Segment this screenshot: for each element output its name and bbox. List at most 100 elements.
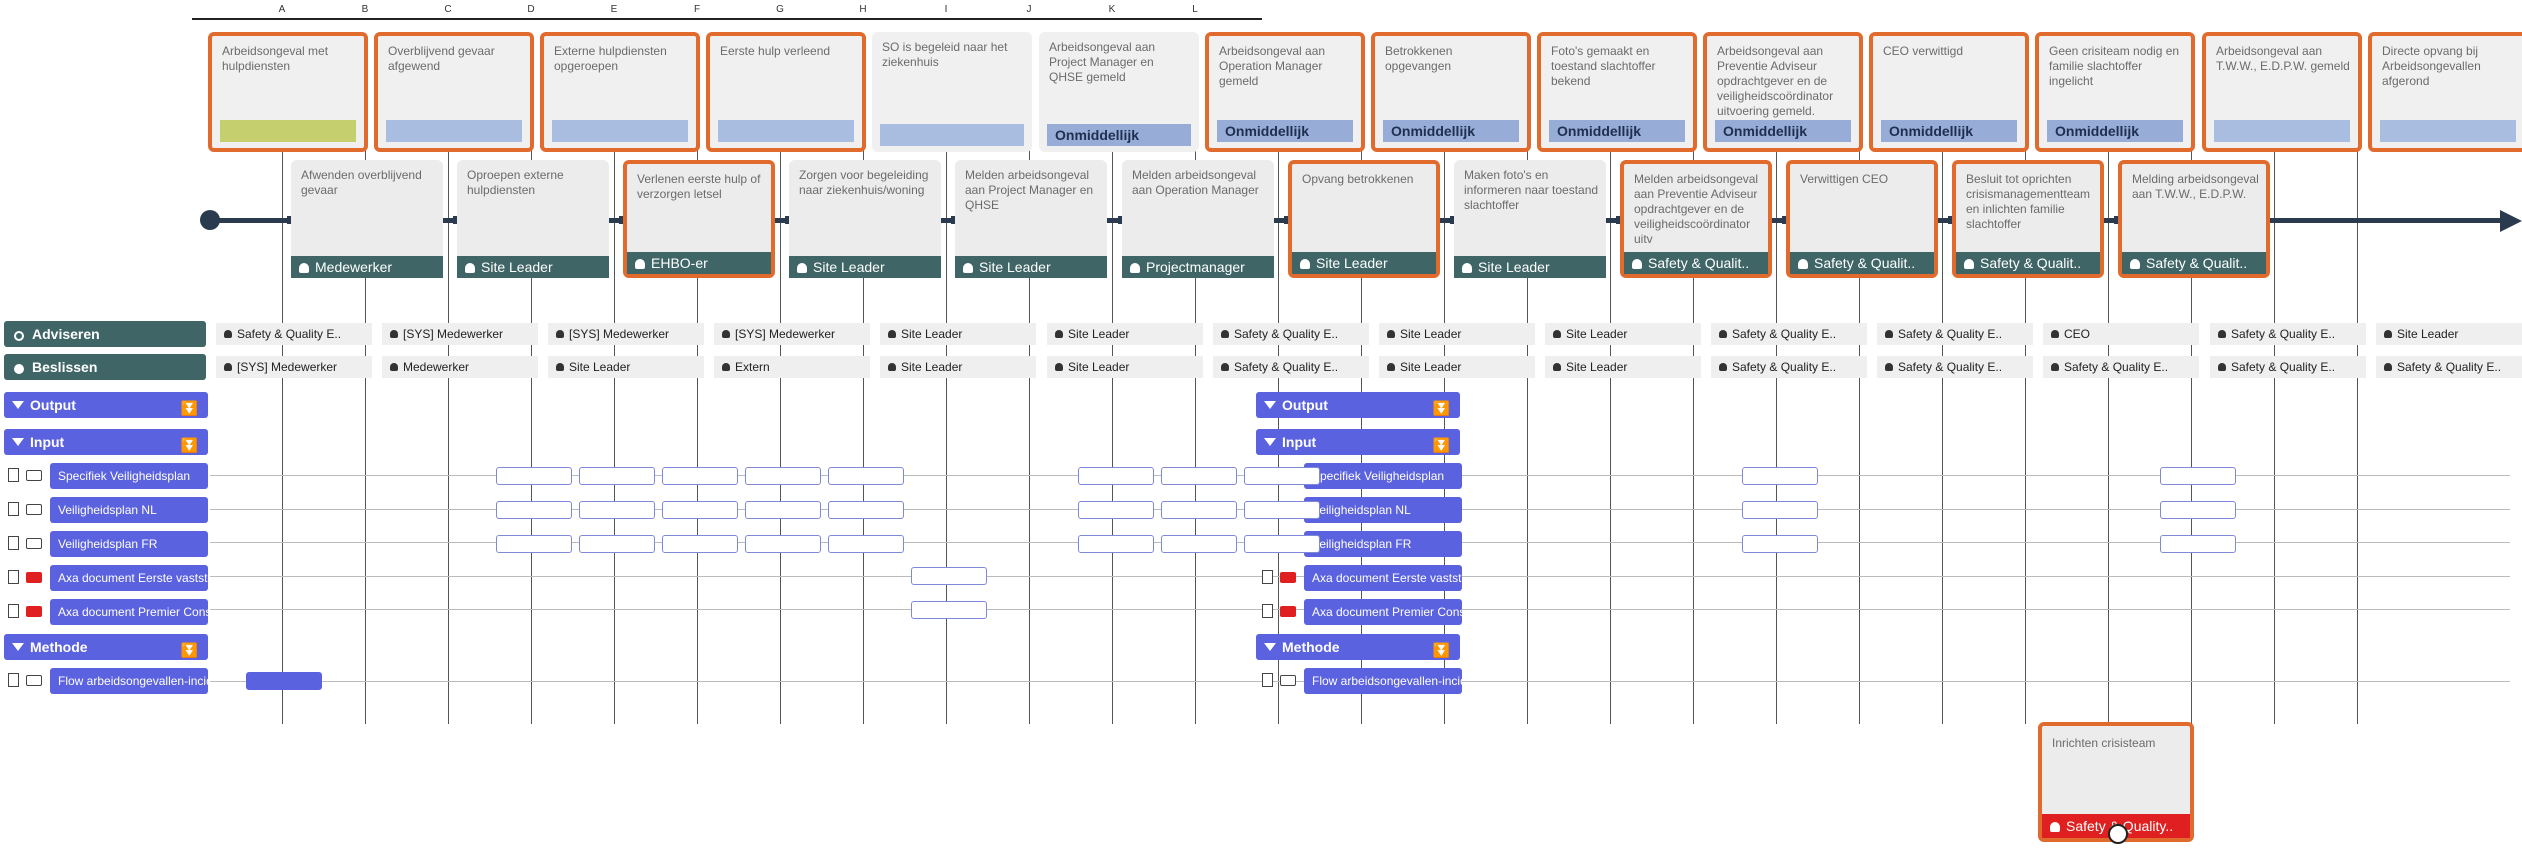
matrix-slot[interactable] [828,467,904,485]
matrix-slot[interactable] [2160,535,2236,553]
raci-cell-adviseren[interactable]: Site Leader [1545,323,1701,345]
event-card[interactable]: Arbeidsongeval aan Preventie Adviseur op… [1703,32,1863,152]
matrix-slot[interactable] [662,501,738,519]
event-card[interactable]: Arbeidsongeval aan Project Manager en QH… [1039,32,1199,152]
raci-cell-beslissen[interactable]: Site Leader [1545,356,1701,378]
matrix-slot[interactable] [745,501,821,519]
matrix-slot[interactable] [1244,501,1320,519]
pdf-folder-icon[interactable] [26,606,42,617]
document-row[interactable]: Veiligheidsplan FR [1262,531,1462,557]
matrix-slot[interactable] [1161,535,1237,553]
matrix-slot[interactable] [1244,535,1320,553]
matrix-slot[interactable] [662,535,738,553]
matrix-slot[interactable] [1078,535,1154,553]
document-link[interactable]: Veiligheidsplan FR [1304,531,1462,557]
document-link[interactable]: Veiligheidsplan FR [50,531,208,557]
matrix-slot[interactable] [828,501,904,519]
raci-cell-adviseren[interactable]: Site Leader [880,323,1036,345]
matrix-slot[interactable] [1742,535,1818,553]
raci-cell-beslissen[interactable]: Site Leader [1047,356,1203,378]
raci-cell-adviseren[interactable]: Site Leader [1047,323,1203,345]
process-step[interactable]: Melding arbeidsongeval aan T.W.W., E.D.P… [2118,160,2270,278]
event-card[interactable]: Eerste hulp verleend [706,32,866,152]
matrix-slot[interactable] [745,467,821,485]
raci-cell-beslissen[interactable]: Medewerker [382,356,538,378]
section-methode-mid[interactable]: Methode⏬ [1256,634,1460,660]
matrix-slot[interactable] [496,467,572,485]
document-row[interactable]: Flow arbeidsongevallen-incid.. [1262,668,1462,694]
row-header-adviseren[interactable]: Adviseren [4,321,206,347]
raci-cell-adviseren[interactable]: Safety & Quality E.. [216,323,372,345]
document-link[interactable]: Veiligheidsplan NL [1304,497,1462,523]
document-link[interactable]: Axa document Eerste vaststel.. [50,565,208,591]
raci-cell-adviseren[interactable]: [SYS] Medewerker [548,323,704,345]
raci-cell-beslissen[interactable]: Site Leader [1379,356,1535,378]
matrix-slot[interactable] [828,535,904,553]
raci-cell-beslissen[interactable]: Site Leader [880,356,1036,378]
process-step[interactable]: Maken foto's en informeren naar toestand… [1454,160,1606,278]
matrix-slot[interactable] [496,535,572,553]
document-row[interactable]: Veiligheidsplan NL [8,497,208,523]
matrix-slot[interactable] [745,535,821,553]
matrix-slot[interactable] [246,672,322,690]
process-step[interactable]: Melden arbeidsongeval aan Preventie Advi… [1620,160,1772,278]
raci-cell-beslissen[interactable]: Safety & Quality E.. [2376,356,2522,378]
matrix-slot[interactable] [1161,501,1237,519]
double-chevron-icon[interactable]: ⏬ [1432,642,1450,658]
event-card[interactable]: Arbeidsongeval aan T.W.W., E.D.P.W. geme… [2202,32,2362,152]
matrix-slot[interactable] [1742,501,1818,519]
file-icon[interactable] [1262,673,1273,687]
raci-cell-beslissen[interactable]: Safety & Quality E.. [2043,356,2199,378]
raci-cell-adviseren[interactable]: Safety & Quality E.. [2210,323,2366,345]
raci-cell-beslissen[interactable]: Safety & Quality E.. [1877,356,2033,378]
document-link[interactable]: Veiligheidsplan NL [50,497,208,523]
file-icon[interactable] [8,536,19,550]
matrix-slot[interactable] [1161,467,1237,485]
matrix-slot[interactable] [579,501,655,519]
matrix-slot[interactable] [579,535,655,553]
raci-cell-beslissen[interactable]: Safety & Quality E.. [1213,356,1369,378]
process-step[interactable]: Melden arbeidsongeval aan Project Manage… [955,160,1107,278]
raci-cell-beslissen[interactable]: Extern [714,356,870,378]
event-card[interactable]: Arbeidsongeval met hulpdiensten [208,32,368,152]
document-link[interactable]: Axa document Premier Constat [1304,599,1462,625]
raci-cell-adviseren[interactable]: Site Leader [2376,323,2522,345]
matrix-slot[interactable] [1742,467,1818,485]
matrix-slot[interactable] [911,567,987,585]
section-input-mid[interactable]: Input⏬ [1256,429,1460,455]
file-icon[interactable] [8,570,19,584]
document-row[interactable]: Veiligheidsplan FR [8,531,208,557]
raci-cell-adviseren[interactable]: Safety & Quality E.. [1711,323,1867,345]
raci-cell-adviseren[interactable]: [SYS] Medewerker [382,323,538,345]
matrix-slot[interactable] [496,501,572,519]
raci-cell-adviseren[interactable]: CEO [2043,323,2199,345]
event-card[interactable]: Externe hulpdiensten opgeroepen [540,32,700,152]
double-chevron-icon[interactable]: ⏬ [1432,400,1450,416]
file-icon[interactable] [1262,570,1273,584]
matrix-slot[interactable] [1078,501,1154,519]
section-output-mid[interactable]: Output⏬ [1256,392,1460,418]
process-step[interactable]: Zorgen voor begeleiding naar ziekenhuis/… [789,160,941,278]
document-link[interactable]: Specifiek Veiligheidsplan [1304,463,1462,489]
raci-cell-adviseren[interactable]: [SYS] Medewerker [714,323,870,345]
document-link[interactable]: Axa document Premier Constat [50,599,208,625]
file-icon[interactable] [8,604,19,618]
raci-cell-adviseren[interactable]: Safety & Quality E.. [1877,323,2033,345]
pdf-folder-icon[interactable] [1280,572,1296,583]
event-card[interactable]: Overblijvend gevaar afgewend [374,32,534,152]
double-chevron-icon[interactable]: ⏬ [180,642,198,658]
event-card[interactable]: SO is begeleid naar het ziekenhuis [872,32,1032,152]
file-icon[interactable] [8,502,19,516]
raci-cell-adviseren[interactable]: Safety & Quality E.. [1213,323,1369,345]
raci-cell-beslissen[interactable]: Safety & Quality E.. [2210,356,2366,378]
raci-cell-adviseren[interactable]: Site Leader [1379,323,1535,345]
document-row[interactable]: Flow arbeidsongevallen-incid.. [8,668,208,694]
section-methode-left[interactable]: Methode⏬ [4,634,208,660]
document-row[interactable]: Axa document Eerste vaststel.. [1262,565,1462,591]
double-chevron-icon[interactable]: ⏬ [1432,437,1450,453]
event-card[interactable]: Geen crisiteam nodig en familie slachtof… [2035,32,2195,152]
